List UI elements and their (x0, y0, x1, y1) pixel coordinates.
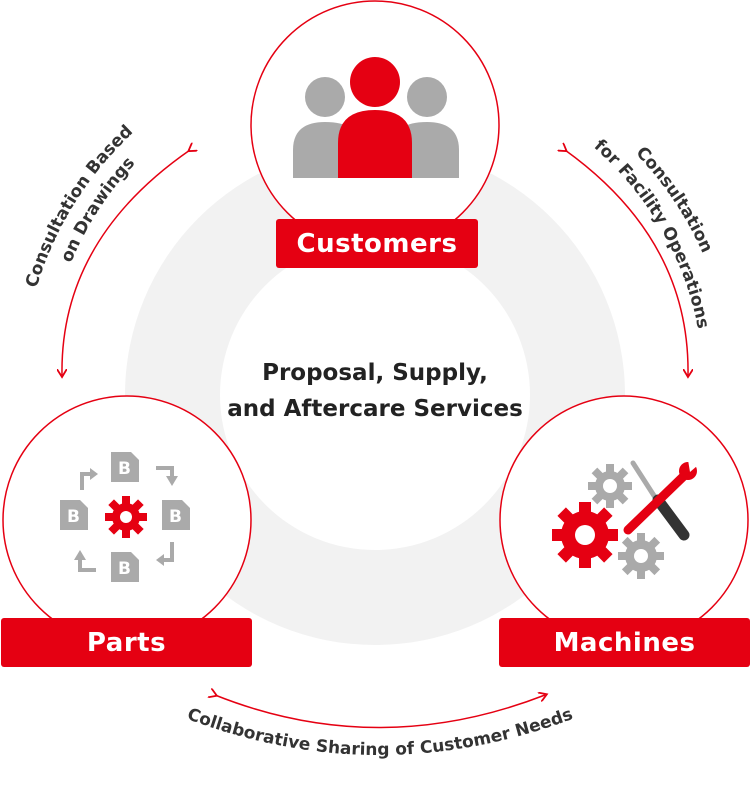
parts-label: Parts (1, 618, 252, 667)
right-arc-arrow (565, 150, 688, 375)
svg-text:B: B (67, 507, 80, 527)
center-title-line1: Proposal, Supply, (262, 360, 488, 386)
machines-circle (499, 395, 749, 645)
bottom-arc-arrow (215, 695, 545, 729)
background-ring-hole (220, 240, 530, 550)
svg-text:B: B (118, 559, 131, 579)
parts-gear-icon (105, 496, 147, 538)
customers-label: Customers (276, 219, 478, 268)
left-arc-text-line1: Consultation Based (22, 121, 137, 289)
center-title-line2: and Aftercare Services (227, 396, 523, 422)
svg-text:B: B (169, 507, 182, 527)
people-icon (293, 57, 459, 178)
bottom-arc-text: Collaborative Sharing of Customer Needs (184, 704, 575, 760)
gears-tools-icon (552, 460, 697, 579)
left-arc-arrow (62, 150, 190, 375)
document-cycle-gear-icon: B B B B (60, 452, 190, 582)
center-title: Proposal, Supply, and Aftercare Services (175, 355, 575, 427)
machines-label: Machines (499, 618, 750, 667)
svg-text:B: B (118, 459, 131, 479)
